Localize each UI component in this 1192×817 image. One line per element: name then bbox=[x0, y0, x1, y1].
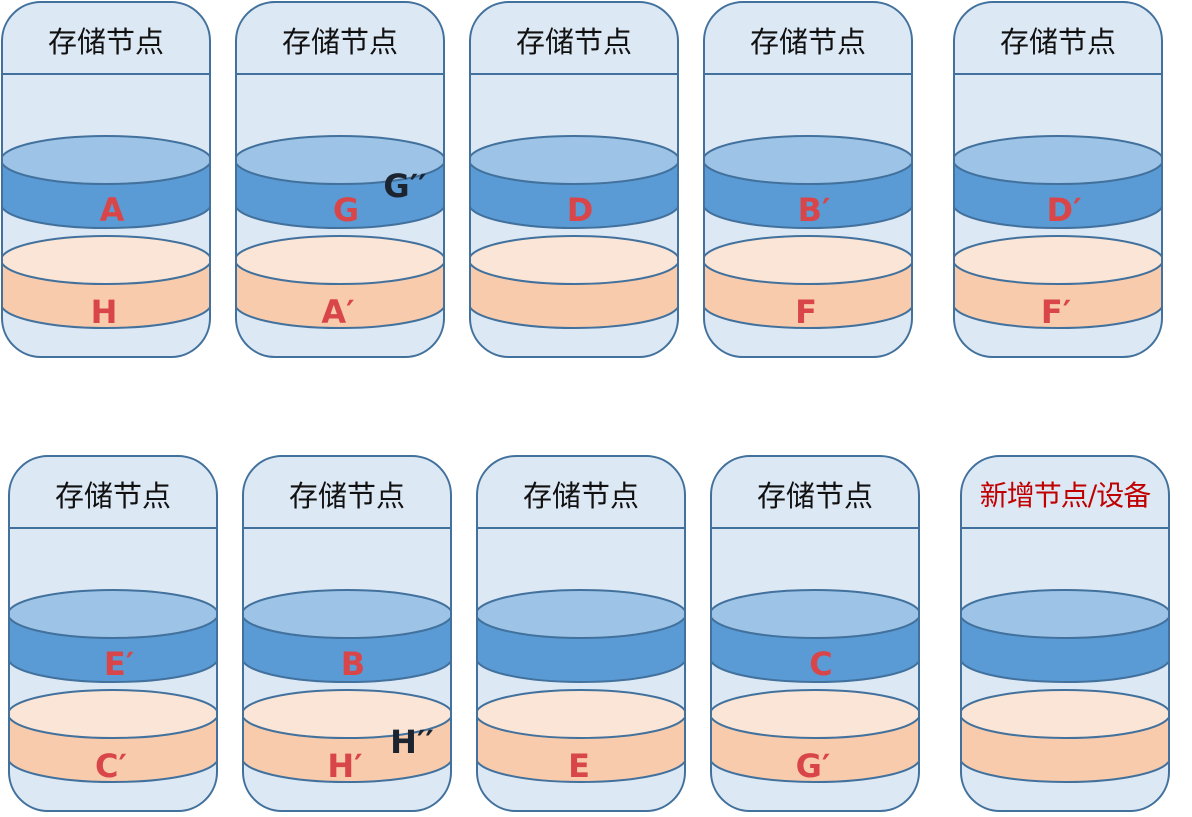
node-title: 存储节点 bbox=[244, 457, 450, 529]
upper-disk-label: A bbox=[100, 191, 125, 229]
upper-disk-label: G bbox=[333, 191, 359, 229]
upper-disk-label: B′ bbox=[798, 191, 831, 229]
orange-disk bbox=[471, 235, 677, 329]
orange-disk bbox=[705, 235, 911, 329]
lower-disk-label: E bbox=[568, 747, 590, 785]
orange-disk-top bbox=[237, 235, 443, 285]
blue-disk-top bbox=[955, 135, 1161, 185]
blue-disk bbox=[10, 589, 216, 683]
node-title: 存储节点 bbox=[237, 3, 443, 75]
orange-disk-top bbox=[10, 689, 216, 739]
orange-disk bbox=[3, 235, 209, 329]
blue-disk-top bbox=[244, 589, 450, 639]
orange-disk-top bbox=[712, 689, 918, 739]
storage-node-9: 存储节点 C G′ bbox=[710, 455, 920, 812]
lower-disk-label: H bbox=[91, 293, 118, 331]
orange-disk-top bbox=[955, 235, 1161, 285]
node-title: 存储节点 bbox=[712, 457, 918, 529]
blue-disk bbox=[244, 589, 450, 683]
storage-node-5: 存储节点 D′ F′ bbox=[953, 1, 1163, 358]
orange-disk-top bbox=[705, 235, 911, 285]
disk-stack: AH bbox=[3, 135, 209, 331]
lower-disk-label: G′ bbox=[796, 747, 831, 785]
disk-stack: D bbox=[471, 135, 677, 329]
lower-disk-label: A′ bbox=[321, 293, 354, 331]
storage-node-8: 存储节点 E bbox=[476, 455, 686, 812]
disk-stack: C G′ bbox=[712, 589, 918, 785]
upper-disk-label: E′ bbox=[104, 645, 134, 683]
blue-disk-top bbox=[712, 589, 918, 639]
disk-stack: E bbox=[478, 589, 684, 785]
upper-disk-label: D bbox=[567, 191, 594, 229]
storage-node-2: 存储节点 G A′ G′′ bbox=[235, 1, 445, 358]
orange-disk bbox=[712, 689, 918, 783]
orange-disk-top bbox=[471, 235, 677, 285]
orange-disk bbox=[244, 689, 450, 783]
lower-disk-label: C′ bbox=[95, 747, 127, 785]
storage-node-7: 存储节点 B H′ H′′ bbox=[242, 455, 452, 812]
disk-stack: B′ F bbox=[705, 135, 911, 331]
blue-disk bbox=[3, 135, 209, 229]
blue-disk-top bbox=[705, 135, 911, 185]
blue-disk-top bbox=[3, 135, 209, 185]
disk-stack: B H′ H′′ bbox=[244, 589, 450, 785]
storage-node-3: 存储节点 D bbox=[469, 1, 679, 358]
orange-disk bbox=[478, 689, 684, 783]
blue-disk bbox=[237, 135, 443, 229]
blue-disk-top bbox=[471, 135, 677, 185]
disk-stack: G A′ G′′ bbox=[237, 135, 443, 331]
orange-disk bbox=[955, 235, 1161, 329]
orange-disk-top bbox=[3, 235, 209, 285]
storage-node-4: 存储节点 B′ F bbox=[703, 1, 913, 358]
disk-stack: E′ C′ bbox=[10, 589, 216, 785]
orange-disk bbox=[237, 235, 443, 329]
upper-disk-label: C bbox=[809, 645, 832, 683]
blue-disk-top bbox=[10, 589, 216, 639]
orange-disk-top bbox=[962, 689, 1168, 739]
blue-disk bbox=[705, 135, 911, 229]
blue-disk bbox=[712, 589, 918, 683]
orange-disk-top bbox=[478, 689, 684, 739]
node-title: 存储节点 bbox=[955, 3, 1161, 75]
disk-stack bbox=[962, 589, 1168, 783]
storage-node-6: 存储节点 E′ C′ bbox=[8, 455, 218, 812]
migrating-replica-label: H′′ bbox=[390, 723, 434, 761]
node-title: 存储节点 bbox=[3, 3, 209, 75]
orange-disk bbox=[10, 689, 216, 783]
lower-disk-label: F′ bbox=[1041, 293, 1071, 331]
upper-disk-label: B bbox=[341, 645, 365, 683]
blue-disk-top bbox=[478, 589, 684, 639]
lower-disk-label: F bbox=[795, 293, 817, 331]
blue-disk-top bbox=[962, 589, 1168, 639]
blue-disk bbox=[962, 589, 1168, 683]
upper-disk-label: D′ bbox=[1047, 191, 1082, 229]
disk-stack: D′ F′ bbox=[955, 135, 1161, 331]
blue-disk bbox=[478, 589, 684, 683]
blue-disk-top bbox=[237, 135, 443, 185]
blue-disk bbox=[471, 135, 677, 229]
node-title: 存储节点 bbox=[10, 457, 216, 529]
node-title: 存储节点 bbox=[478, 457, 684, 529]
node-title: 存储节点 bbox=[705, 3, 911, 75]
lower-disk-label: H′ bbox=[327, 747, 362, 785]
orange-disk bbox=[962, 689, 1168, 783]
orange-disk-top bbox=[244, 689, 450, 739]
migrating-replica-label: G′′ bbox=[383, 167, 426, 205]
node-title: 存储节点 bbox=[471, 3, 677, 75]
blue-disk bbox=[955, 135, 1161, 229]
new-node-device: 新增节点/设备 bbox=[960, 455, 1170, 812]
new-node-title: 新增节点/设备 bbox=[962, 457, 1168, 529]
